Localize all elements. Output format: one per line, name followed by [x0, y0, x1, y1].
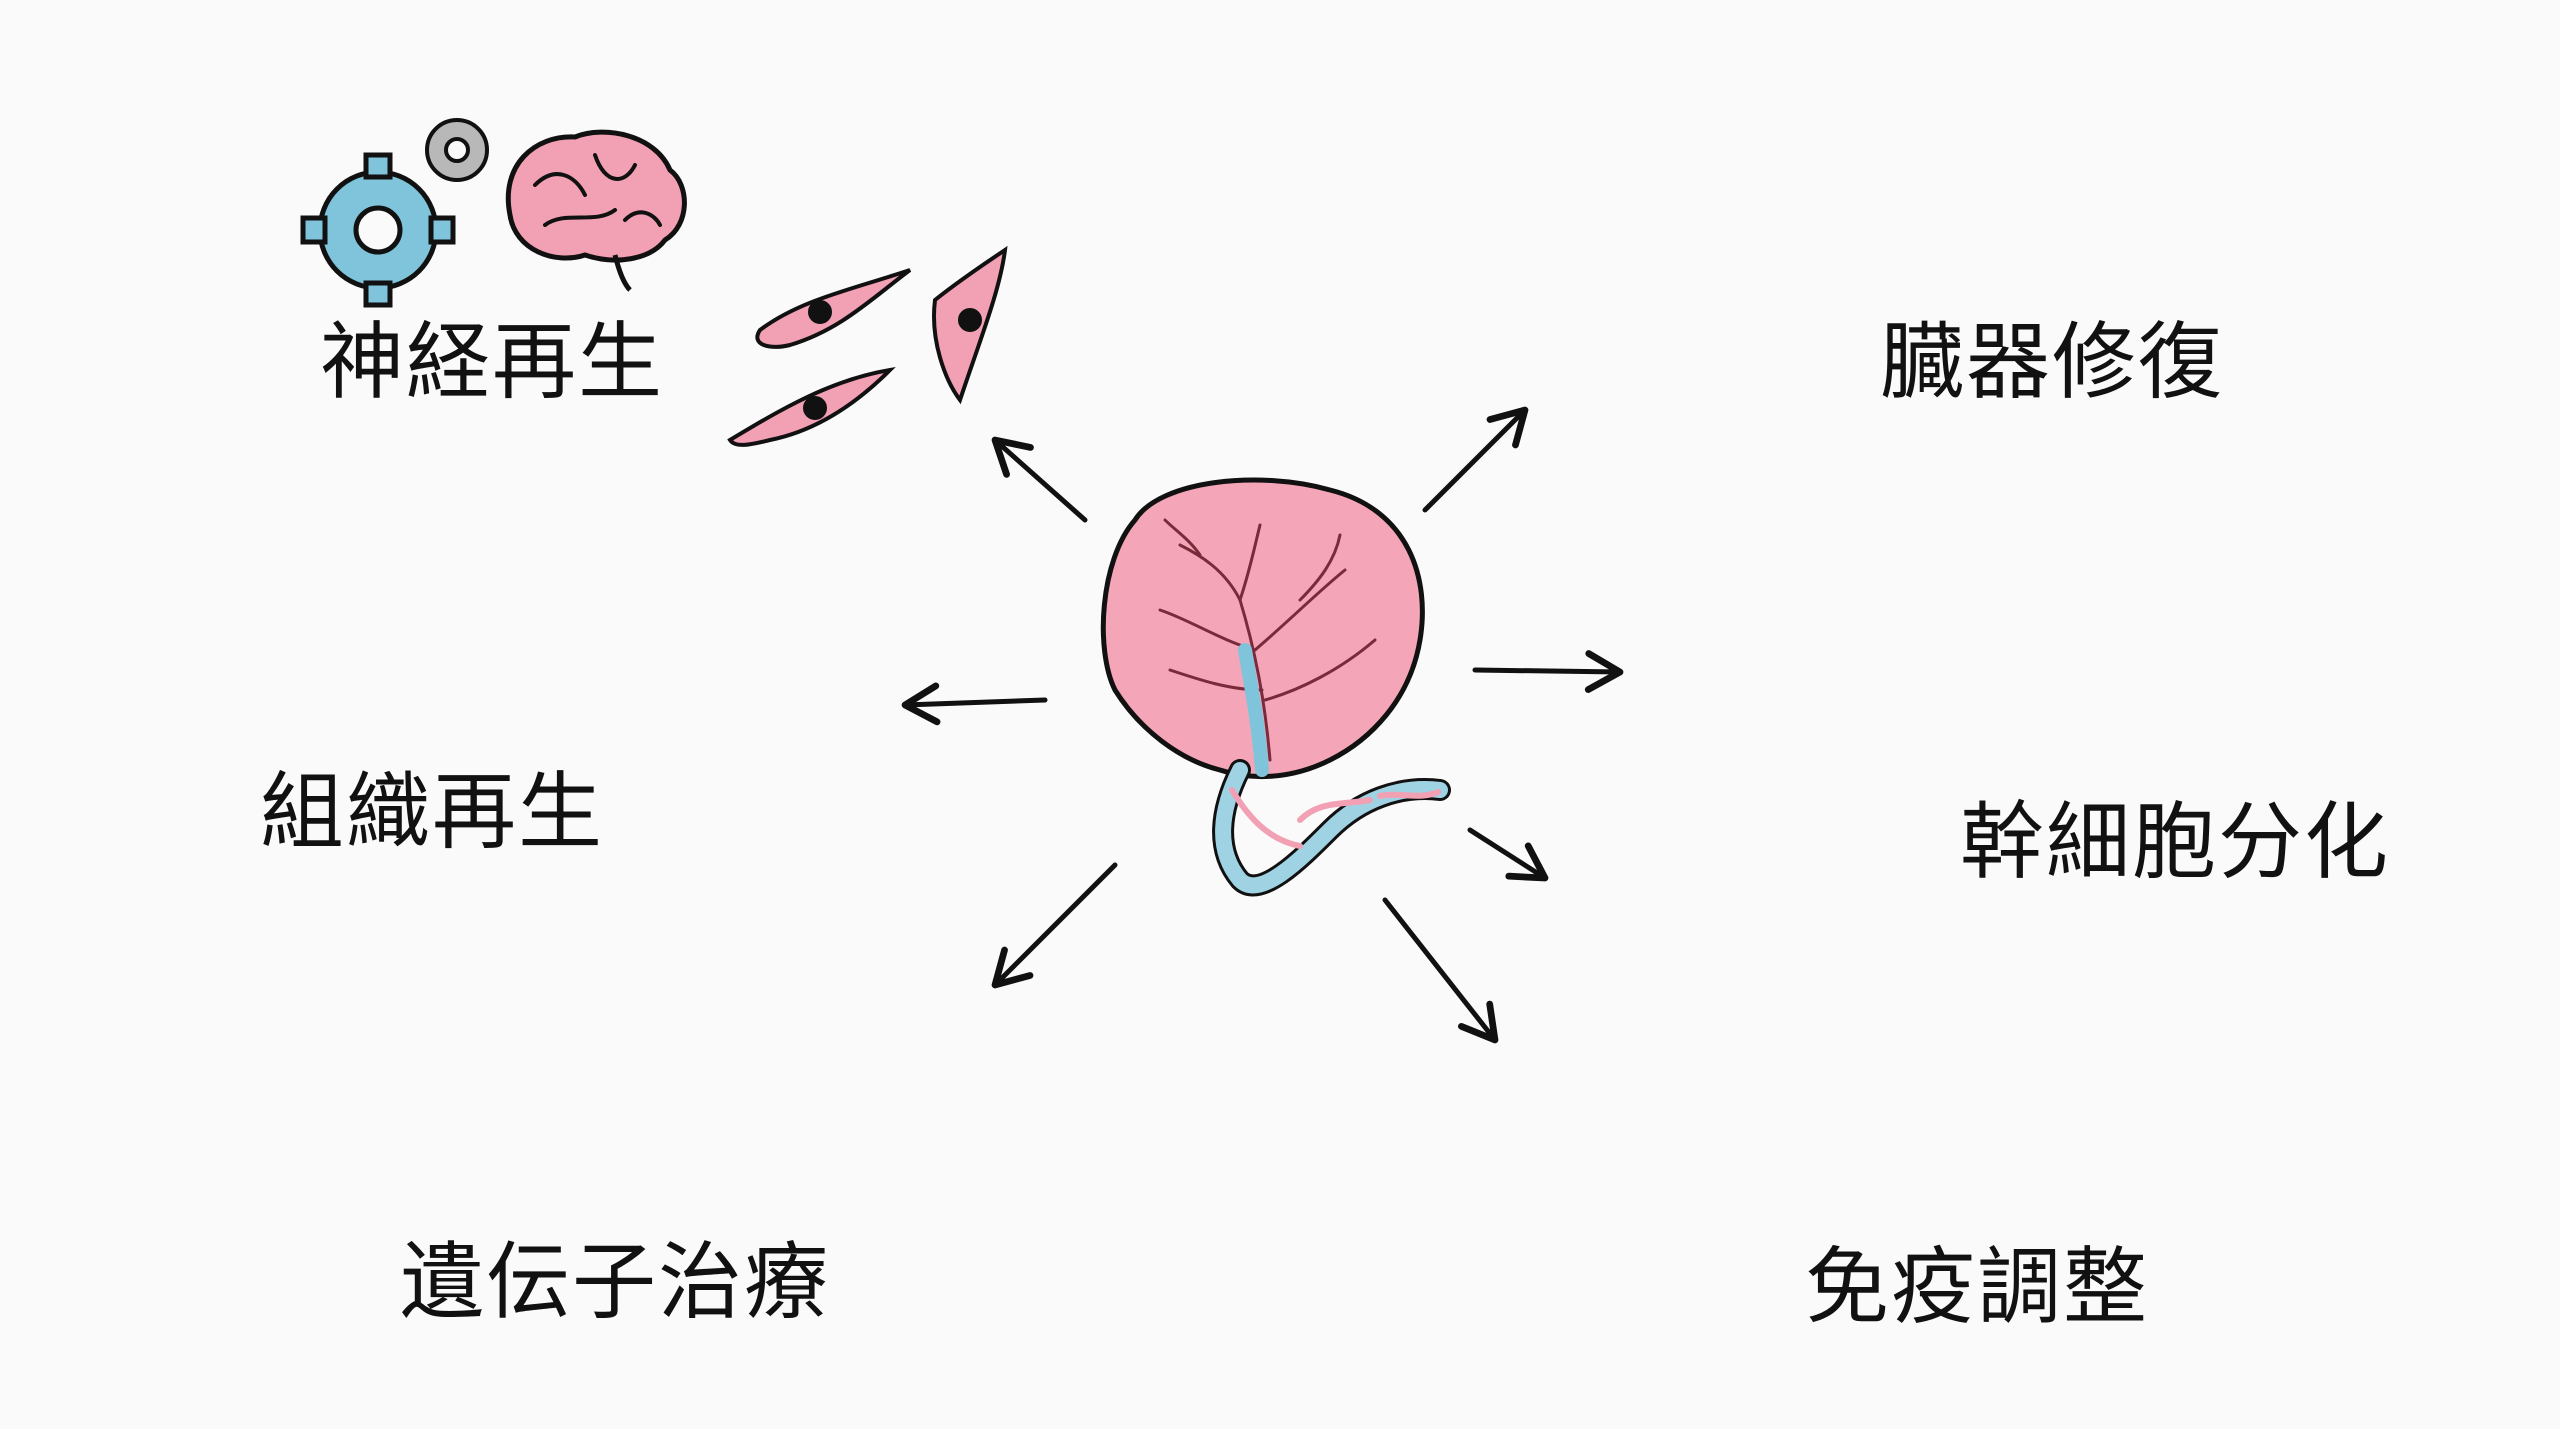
arrow-to-immune-cells	[1467, 827, 1549, 882]
label-organ-repair: 臓器修復	[1880, 313, 2225, 411]
gear-icon	[300, 152, 456, 308]
arrow-to-gene	[991, 862, 1118, 989]
placenta-icon	[1100, 477, 1451, 897]
arrow-to-tissue	[901, 682, 1048, 726]
label-stem-cell-differentiation: 幹細胞分化	[1960, 793, 2391, 891]
label-gene-therapy: 遺伝子治療	[400, 1233, 831, 1331]
arrow-to-organ	[1422, 406, 1529, 513]
brain-icon	[505, 129, 687, 292]
label-tissue-regeneration: 組織再生	[260, 763, 605, 861]
label-neural-regeneration: 神経再生	[320, 313, 665, 411]
arrow-to-neural	[991, 436, 1088, 523]
gear-icon	[425, 118, 489, 182]
label-immune-modulation: 免疫調整	[1805, 1238, 2150, 1336]
arrow-to-stem	[1472, 650, 1624, 693]
arrow-to-immune-dark	[1382, 897, 1499, 1044]
arrows	[901, 406, 1624, 1044]
neuron-cells	[727, 245, 1008, 447]
